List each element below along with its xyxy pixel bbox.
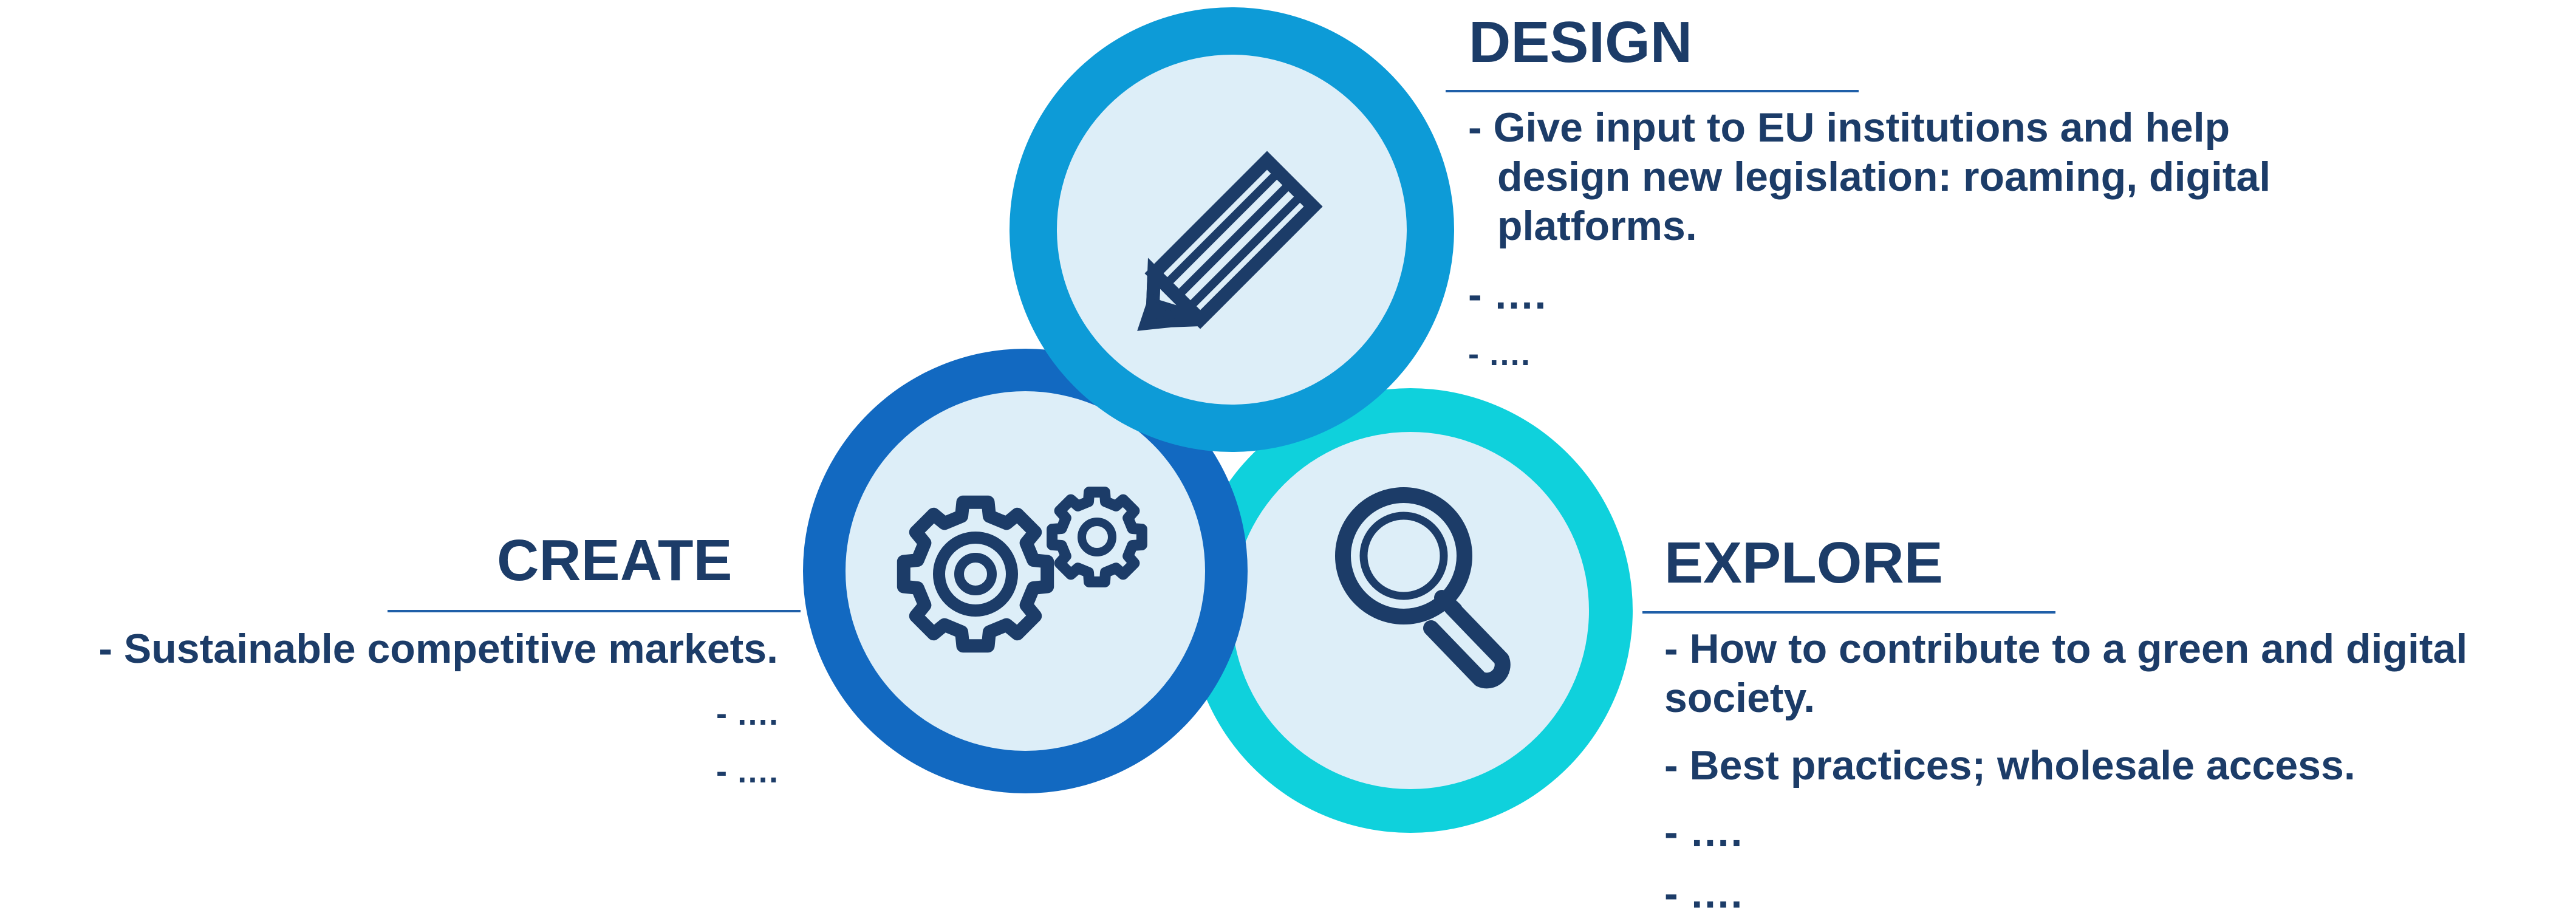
design-circle <box>1010 7 1454 452</box>
pencil-icon <box>1137 151 1323 331</box>
explore-rule <box>1642 611 2055 614</box>
explore-circle <box>1188 388 1633 833</box>
create-rule <box>388 610 801 612</box>
create-line-2: - …. <box>716 696 778 732</box>
design-line-3: platforms. <box>1497 203 1697 249</box>
design-line-2: design new legislation: roaming, digital <box>1497 154 2271 200</box>
design-inner-disc <box>1057 55 1407 405</box>
gears-icon <box>897 487 1147 653</box>
create-circle <box>803 349 1248 793</box>
magnifier-icon <box>1335 487 1511 689</box>
create-inner-disc <box>846 391 1205 751</box>
design-line-4: - …. <box>1468 272 1546 318</box>
design-rule <box>1446 90 1859 92</box>
create-line-1: - Sustainable competitive markets. <box>98 626 778 672</box>
explore-line-1: - How to contribute to a green and digit… <box>1664 626 2468 672</box>
create-heading: CREATE <box>497 528 733 593</box>
explore-line-5: - …. <box>1664 871 1743 910</box>
explore-line-4: - …. <box>1664 809 1743 855</box>
create-line-3: - …. <box>716 753 778 790</box>
design-line-5: - …. <box>1468 336 1530 372</box>
explore-heading: EXPLORE <box>1664 530 1943 595</box>
explore-line-2: society. <box>1664 675 1816 721</box>
design-heading: DESIGN <box>1469 10 1693 75</box>
explore-line-3: - Best practices; wholesale access. <box>1664 742 2356 789</box>
design-line-1: - Give input to EU institutions and help <box>1468 104 2230 151</box>
